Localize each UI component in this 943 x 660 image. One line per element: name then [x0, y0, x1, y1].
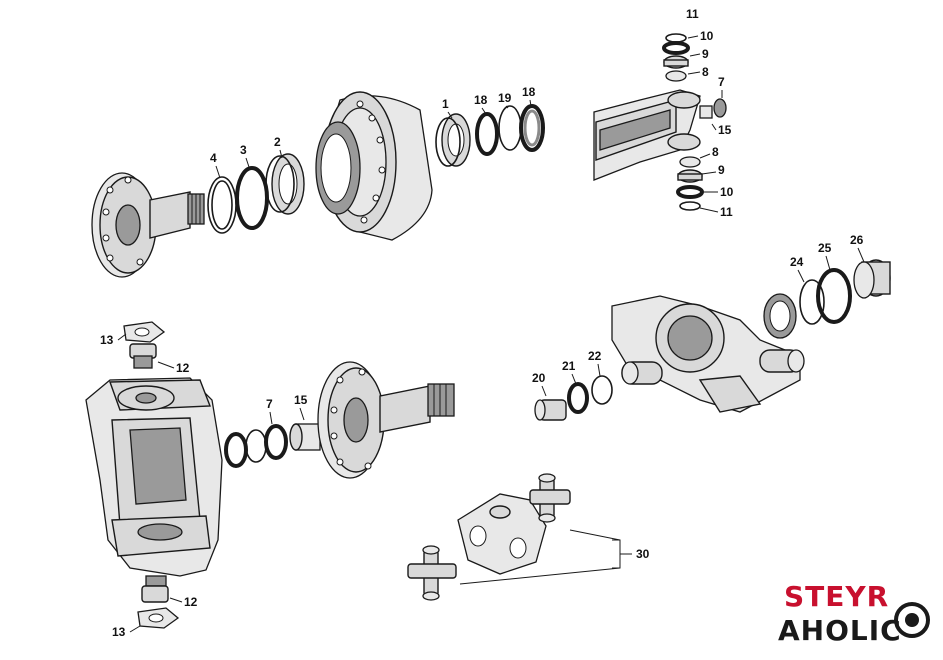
svg-text:22: 22 [588, 349, 602, 363]
callout-20: 20 [532, 371, 547, 397]
bushing-26 [853, 259, 891, 299]
callout-15-b: 15 [294, 393, 308, 421]
svg-text:10: 10 [720, 185, 734, 199]
bushing-15-upper [699, 98, 727, 119]
svg-text:19: 19 [498, 91, 512, 105]
callout-18-b: 18 [522, 85, 536, 107]
svg-text:1: 1 [442, 97, 449, 111]
ring-22 [591, 375, 613, 405]
svg-text:13: 13 [100, 333, 114, 347]
kingpin-cap-upper [123, 321, 166, 369]
svg-text:7: 7 [266, 397, 273, 411]
callout-12-b: 12 [169, 595, 198, 609]
callout-11-b: 11 [699, 205, 733, 219]
callout-21: 21 [562, 359, 577, 385]
differential-housing [611, 295, 805, 413]
svg-text:26: 26 [850, 233, 864, 247]
svg-text:15: 15 [718, 123, 732, 137]
ring-21 [567, 382, 589, 414]
ring-4 [207, 176, 237, 234]
callout-10-b: 10 [702, 185, 734, 199]
ring-18-b [519, 104, 545, 152]
svg-text:15: 15 [294, 393, 308, 407]
callout-2: 2 [274, 135, 283, 159]
svg-text:4: 4 [210, 151, 217, 165]
u-joint-cross-lower [407, 545, 457, 601]
kingpin-cap-lower [137, 575, 180, 629]
svg-text:2: 2 [274, 135, 281, 149]
hub-flange-shaft-lower [317, 361, 455, 479]
callout-10-a: 10 [687, 29, 714, 43]
svg-text:9: 9 [718, 163, 725, 177]
callout-7-a: 7 [718, 75, 725, 98]
callout-18-a: 18 [474, 93, 488, 115]
u-joint-cross-upper [529, 473, 571, 523]
bracket-30: 30 [459, 529, 650, 585]
svg-text:18: 18 [474, 93, 488, 107]
svg-text:8: 8 [702, 65, 709, 79]
callout-24: 24 [790, 255, 805, 283]
steyraholic-logo: STEYR AHOLIC [778, 580, 930, 647]
logo-line-1: STEYR [784, 580, 889, 613]
callout-26: 26 [850, 233, 865, 263]
bushing-20 [534, 399, 567, 421]
svg-text:8: 8 [712, 145, 719, 159]
callout-13-a: 13 [100, 333, 127, 347]
svg-text:25: 25 [818, 241, 832, 255]
callout-30: 30 [636, 547, 650, 561]
seal-24 [763, 293, 797, 339]
ring-3 [235, 166, 269, 230]
svg-text:9: 9 [702, 47, 709, 61]
svg-text:7: 7 [718, 75, 725, 89]
svg-text:24: 24 [790, 255, 804, 269]
callout-9-b: 9 [701, 163, 725, 177]
callout-7-b: 7 [266, 397, 273, 425]
logo-line-2: AHOLIC [778, 614, 902, 647]
callout-9-a: 9 [689, 47, 709, 61]
bearing-1 [435, 113, 471, 167]
callout-13-b: 13 [112, 625, 141, 639]
callout-8-b: 8 [699, 145, 719, 159]
wheel-hub [315, 91, 433, 241]
callout-11-a: 11 [686, 7, 699, 21]
callout-22: 22 [588, 349, 602, 377]
svg-text:3: 3 [240, 143, 247, 157]
svg-text:11: 11 [720, 205, 733, 219]
ring-25 [799, 268, 852, 325]
cv-yoke [457, 493, 547, 575]
bearing-2 [265, 153, 305, 215]
callout-8-a: 8 [687, 65, 709, 79]
svg-text:18: 18 [522, 85, 536, 99]
callout-15-a: 15 [711, 123, 732, 137]
svg-text:12: 12 [176, 361, 190, 375]
kingpin-lower-stack [676, 156, 704, 211]
bushing-15-lower [289, 423, 321, 451]
kingpin-upper-stack [662, 33, 690, 82]
svg-text:11: 11 [686, 7, 699, 21]
rings-7-lower [224, 424, 288, 468]
axle-beam [593, 89, 701, 181]
callout-19: 19 [498, 91, 512, 109]
ring-19 [498, 105, 522, 151]
callout-3: 3 [240, 143, 251, 171]
callout-1: 1 [442, 97, 453, 119]
drive-flange-shaft [91, 172, 205, 278]
callout-4: 4 [210, 151, 221, 179]
steering-knuckle [85, 377, 223, 577]
svg-text:20: 20 [532, 371, 546, 385]
callout-25: 25 [818, 241, 832, 271]
svg-text:21: 21 [562, 359, 576, 373]
svg-text:13: 13 [112, 625, 126, 639]
svg-text:10: 10 [700, 29, 714, 43]
callout-12-a: 12 [157, 361, 190, 375]
ring-18-a [475, 112, 499, 156]
svg-text:12: 12 [184, 595, 198, 609]
